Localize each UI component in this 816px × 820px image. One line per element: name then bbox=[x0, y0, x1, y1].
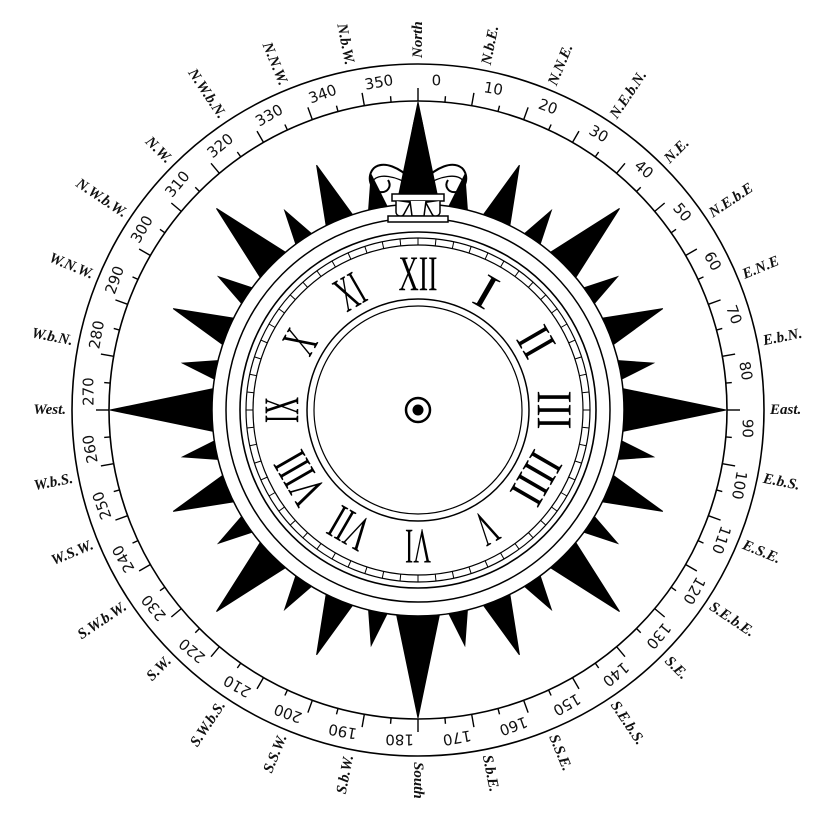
degree-tick bbox=[104, 437, 110, 438]
compass-point-label: South bbox=[410, 762, 426, 799]
compass-point-label: East. bbox=[769, 402, 801, 418]
degree-label: 0 bbox=[432, 72, 442, 90]
clock-numeral: XII bbox=[399, 245, 438, 301]
degree-label: 10 bbox=[482, 78, 504, 99]
degree-label: 270 bbox=[80, 377, 98, 406]
clock-numeral: III bbox=[527, 391, 583, 430]
degree-tick bbox=[445, 96, 446, 102]
degree-label: 90 bbox=[738, 419, 756, 438]
compass-point-label: West. bbox=[33, 402, 66, 418]
degree-tick bbox=[726, 383, 732, 384]
degree-tick bbox=[726, 437, 732, 438]
degree-tick bbox=[391, 96, 392, 102]
degree-tick bbox=[104, 383, 110, 384]
center-pivot-dot bbox=[413, 405, 424, 416]
degree-tick bbox=[391, 718, 392, 724]
clock-numeral: IX bbox=[253, 397, 309, 423]
degree-label: 180 bbox=[385, 730, 414, 748]
compass-point-label: North bbox=[410, 21, 426, 59]
degree-label: 80 bbox=[735, 360, 756, 382]
clock-numeral: VI bbox=[405, 519, 431, 575]
degree-tick bbox=[445, 718, 446, 724]
